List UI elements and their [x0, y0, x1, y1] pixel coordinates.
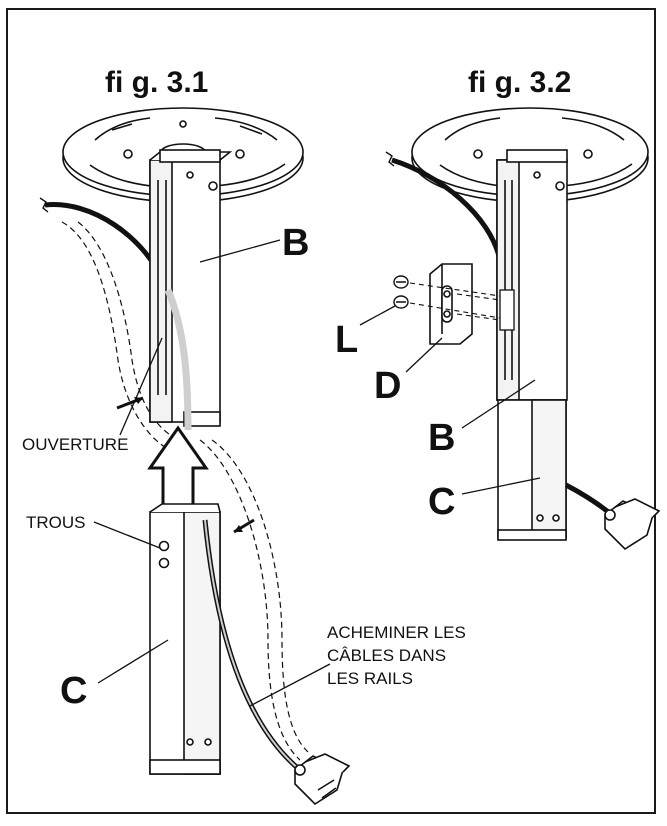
label-d-fig2: D — [374, 365, 401, 407]
label-b-fig1: B — [282, 222, 309, 264]
label-ouverture: OUVERTURE — [22, 435, 128, 454]
fig-3-2-title: fi g. 3.2 — [468, 66, 571, 99]
bracket-icon — [429, 263, 473, 345]
label-b-fig2: B — [428, 417, 455, 459]
screw-icon — [393, 275, 409, 309]
label-c-fig2: C — [428, 481, 455, 523]
label-trous: TROUS — [26, 513, 86, 532]
tube-b-fig2 — [496, 149, 568, 401]
label-c-fig1: C — [60, 670, 87, 712]
tube-c-fig2 — [497, 399, 567, 541]
tube-b-fig1 — [149, 149, 233, 427]
label-cables-line1: ACHEMINER LES — [327, 623, 466, 642]
tube-c-fig1 — [149, 503, 221, 775]
label-l-fig2: L — [335, 319, 358, 361]
label-cables-line3: LES RAILS — [327, 669, 413, 688]
label-cables-line2: CÂBLES DANS — [327, 646, 446, 665]
up-arrow-icon — [147, 425, 209, 507]
connector-plug-icon-fig2 — [604, 498, 661, 551]
connector-plug-icon — [294, 753, 351, 806]
fig-3-1-title: fi g. 3.1 — [105, 66, 208, 99]
